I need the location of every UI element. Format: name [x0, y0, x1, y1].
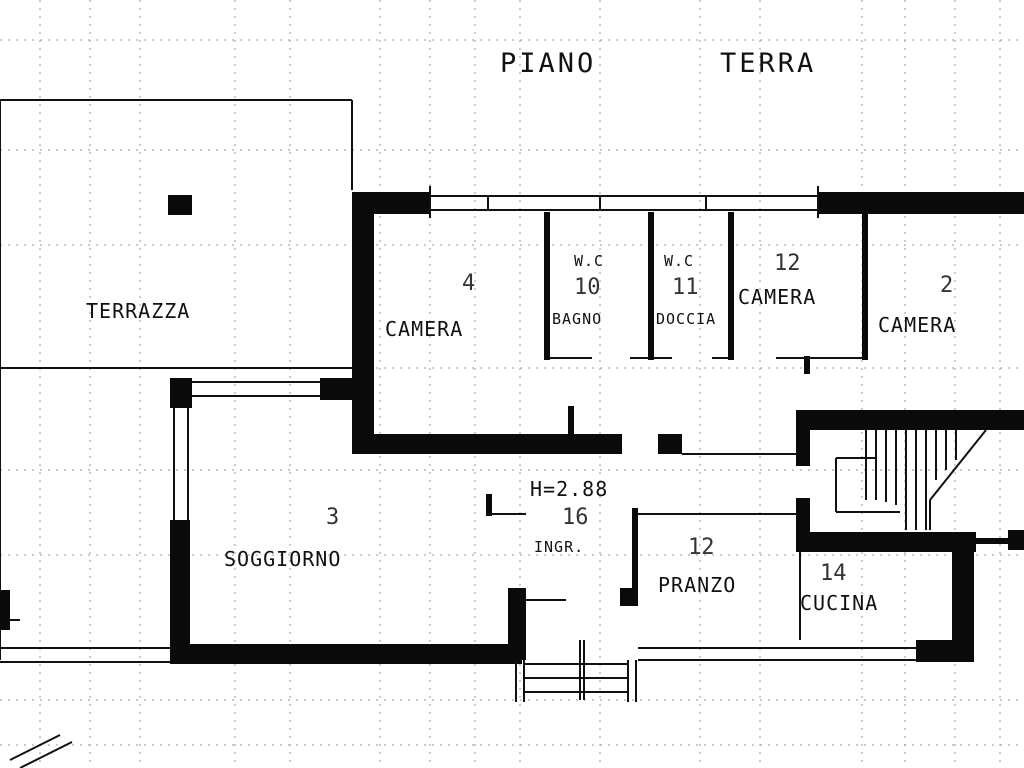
window-soggiorno: [173, 381, 320, 520]
room-label-camera-12: CAMERA: [738, 285, 816, 309]
room-prefix-doccia: W.C: [664, 252, 694, 270]
room-number-doccia: 11: [672, 275, 699, 300]
bathroom-partitions: [544, 212, 868, 360]
room-label-pranzo: PRANZO: [658, 573, 736, 597]
terrace-outline: [0, 99, 353, 663]
room-number-ingr: 16: [562, 505, 589, 530]
room-label-soggiorno: SOGGIORNO: [224, 547, 341, 571]
room-number-camera-12: 12: [774, 251, 801, 276]
room-label-terrazza: TERRAZZA: [86, 299, 190, 323]
room-label-bagno: BAGNO: [552, 310, 602, 328]
room-prefix-bagno: W.C: [574, 252, 604, 270]
room-label-cucina: CUCINA: [800, 591, 878, 615]
room-label-camera-2: CAMERA: [878, 313, 956, 337]
room-number-bagno: 10: [574, 275, 601, 300]
room-number-soggiorno: 3: [326, 505, 339, 530]
window-top: [429, 186, 819, 218]
corner-hatch: [9, 734, 73, 768]
entrance-steps: [515, 640, 637, 702]
walls: [170, 192, 1024, 664]
room-number-camera-4: 4: [462, 271, 475, 296]
room-label-camera-4: CAMERA: [385, 317, 463, 341]
room-number-pranzo: 12: [688, 535, 715, 560]
staircase: [835, 429, 987, 530]
title-piano: PIANO: [500, 48, 596, 79]
room-label-doccia: DOCCIA: [656, 310, 716, 328]
height-note: H=2.88: [530, 477, 608, 501]
title-terra: TERRA: [720, 48, 816, 79]
room-number-cucina: 14: [820, 561, 847, 586]
room-label-ingr: INGR.: [534, 538, 584, 556]
room-number-camera-2: 2: [940, 273, 953, 298]
